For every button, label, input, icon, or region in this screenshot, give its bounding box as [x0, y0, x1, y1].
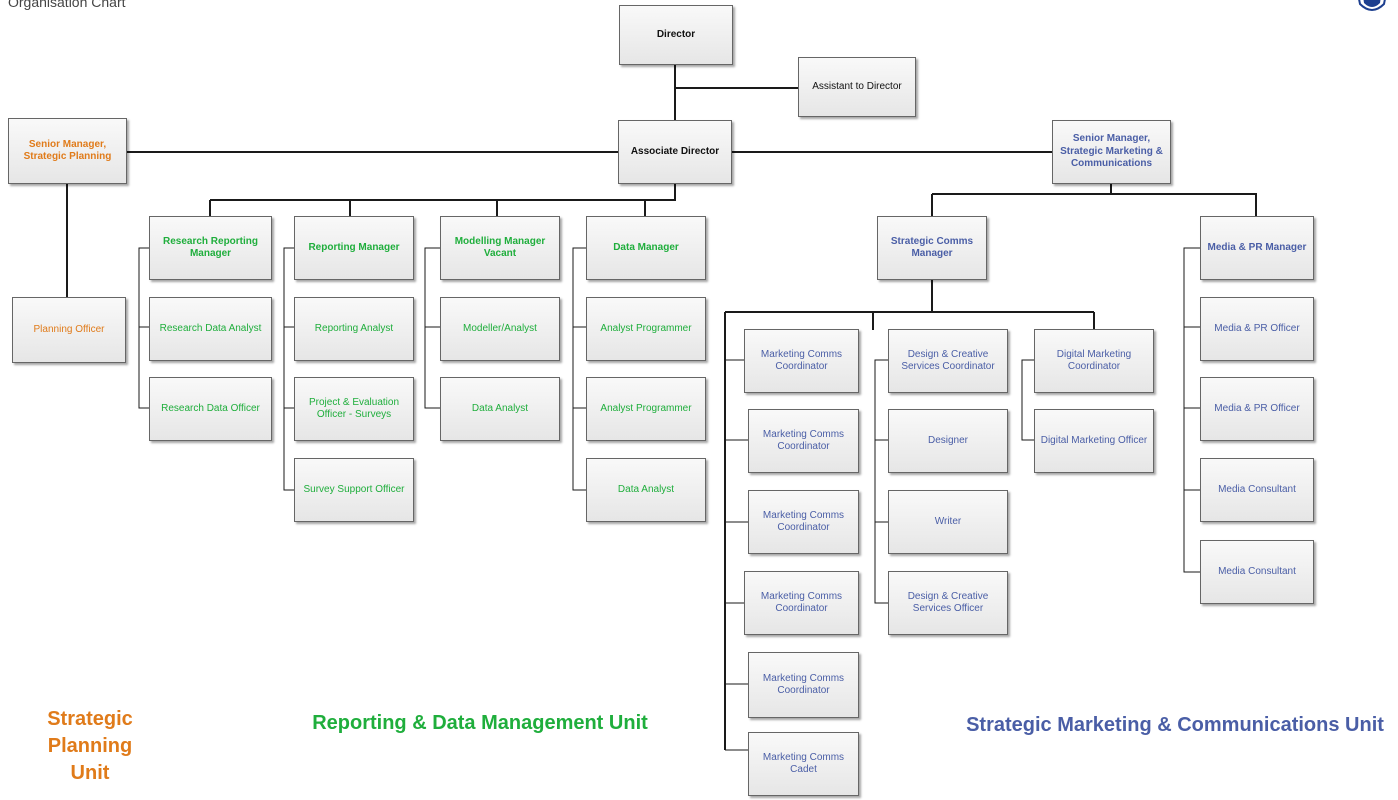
digital-marketing-officer-box: Digital Marketing Officer	[1034, 409, 1154, 473]
senior-manager-strategic-planning-box: Senior Manager, Strategic Planning	[8, 118, 127, 184]
strategic-comms-manager-box: Strategic Comms Manager	[877, 216, 987, 280]
marketing-comms-coordinator-box-5: Marketing Comms Coordinator	[748, 652, 859, 718]
associate-director-box: Associate Director	[618, 120, 732, 184]
research-data-officer-box: Research Data Officer	[149, 377, 272, 441]
analyst-programmer-box-2: Analyst Programmer	[586, 377, 706, 441]
designer-box: Designer	[888, 409, 1008, 473]
marketing-comms-cadet-box: Marketing Comms Cadet	[748, 732, 859, 796]
marketing-comms-coordinator-box-2: Marketing Comms Coordinator	[748, 409, 859, 473]
design-creative-services-coordinator-box: Design & Creative Services Coordinator	[888, 329, 1008, 393]
modelling-manager-box: Modelling Manager Vacant	[440, 216, 560, 280]
page-title: Organisation Chart	[8, 0, 126, 10]
reporting-manager-box: Reporting Manager	[294, 216, 414, 280]
data-manager-box: Data Manager	[586, 216, 706, 280]
research-reporting-manager-box: Research Reporting Manager	[149, 216, 272, 280]
media-consultant-box-1: Media Consultant	[1200, 458, 1314, 522]
research-data-analyst-box: Research Data Analyst	[149, 297, 272, 361]
marketing-comms-coordinator-box-1: Marketing Comms Coordinator	[744, 329, 859, 393]
strategic-planning-unit-label: Strategic Planning Unit	[47, 708, 133, 784]
modeller-analyst-box: Modeller/Analyst	[440, 297, 560, 361]
planning-officer-box: Planning Officer	[12, 297, 126, 363]
director-box: Director	[619, 5, 733, 65]
data-analyst-box: Data Analyst	[586, 458, 706, 522]
shield-logo-icon	[1358, 0, 1386, 11]
project-evaluation-officer-box: Project & Evaluation Officer - Surveys	[294, 377, 414, 441]
analyst-programmer-box-1: Analyst Programmer	[586, 297, 706, 361]
writer-box: Writer	[888, 490, 1008, 554]
design-creative-services-officer-box: Design & Creative Services Officer	[888, 571, 1008, 635]
reporting-data-management-unit-label: Reporting & Data Management Unit	[312, 712, 648, 734]
strategic-marketing-communications-unit-label: Strategic Marketing & Communications Uni…	[966, 714, 1384, 736]
reporting-analyst-box: Reporting Analyst	[294, 297, 414, 361]
senior-manager-strategic-marketing-box: Senior Manager, Strategic Marketing & Co…	[1052, 120, 1171, 184]
assistant-to-director-box: Assistant to Director	[798, 57, 916, 117]
modelling-data-analyst-box: Data Analyst	[440, 377, 560, 441]
survey-support-officer-box: Survey Support Officer	[294, 458, 414, 522]
media-pr-manager-box: Media & PR Manager	[1200, 216, 1314, 280]
media-consultant-box-2: Media Consultant	[1200, 540, 1314, 604]
media-pr-officer-box-2: Media & PR Officer	[1200, 377, 1314, 441]
media-pr-officer-box-1: Media & PR Officer	[1200, 297, 1314, 361]
marketing-comms-coordinator-box-4: Marketing Comms Coordinator	[744, 571, 859, 635]
digital-marketing-coordinator-box: Digital Marketing Coordinator	[1034, 329, 1154, 393]
marketing-comms-coordinator-box-3: Marketing Comms Coordinator	[748, 490, 859, 554]
